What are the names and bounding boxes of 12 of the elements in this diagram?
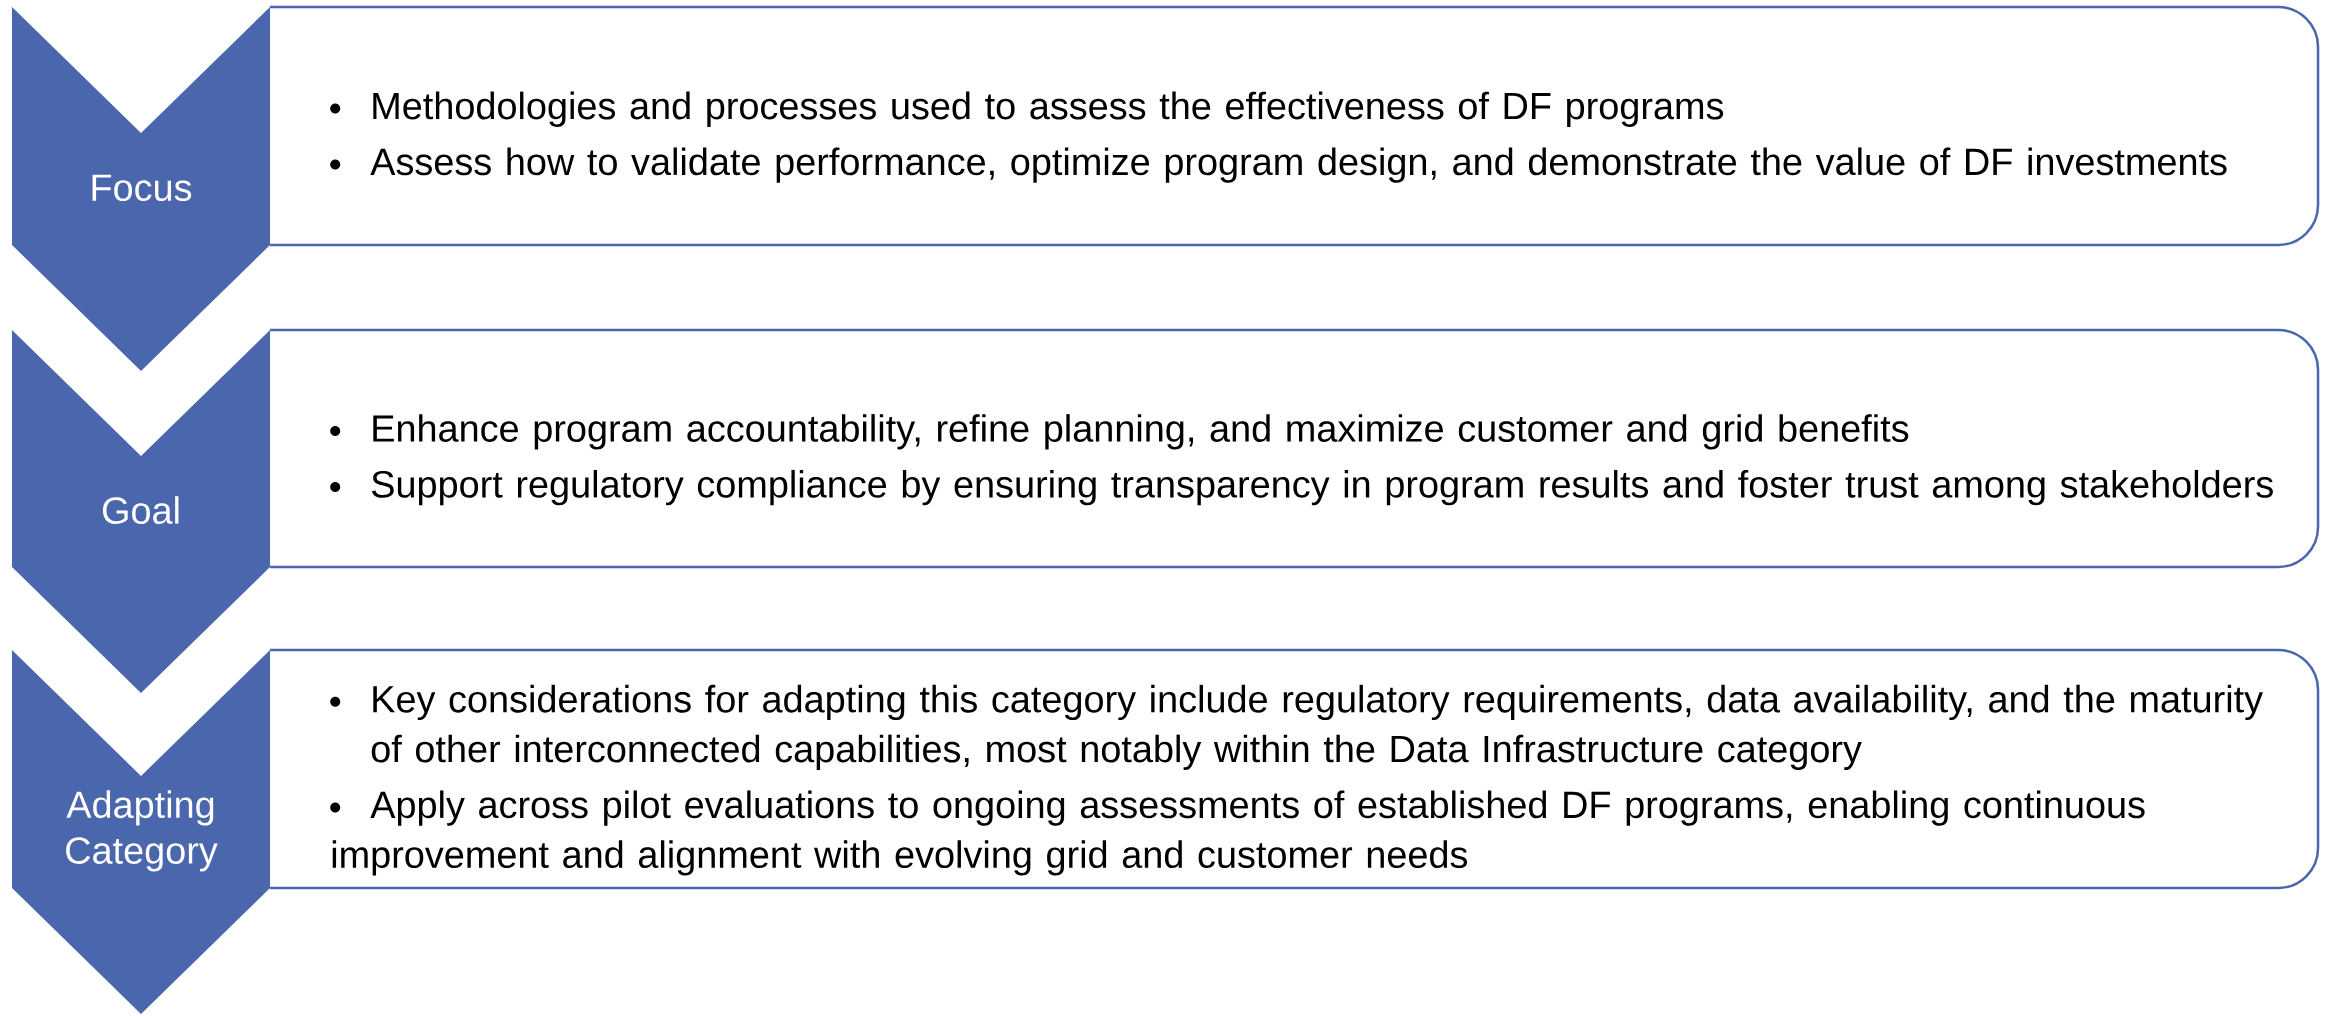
step-banner: Focus: [12, 7, 270, 371]
text-box: Methodologies and processes used to assess the effectiveness of DF programs Assess how to validate performance, optimize program design, and demonstrate the value of DF investments: [270, 5, 2320, 247]
node-label: Apply across pilot evaluations to ongoing assessments of established DF programs, enabling continuous improvement and alignment with evolving grid and customer needs: [332, 790, 2145, 876]
node-label: Methodologies and processes used to assess the effectiveness of DF programs: [373, 91, 1724, 127]
node-label: Support regulatory compliance by ensuring transparency in program results and foster trust among stakeholders: [371, 469, 2273, 506]
node-label: Enhance program accountability, refine planning, and maximize customer and grid benefits: [373, 414, 1909, 450]
text-box: Key considerations for adapting this category include regulatory requirements, data availability, and the maturity of other interconnected capabilities, most notably within the Data Infrastructure category Apply across pilot evaluations to ongoing assessments of established DF programs, enabling continuous improvement and alignment with evolving grid and customer needs: [270, 648, 2320, 890]
node-label: Key considerations for adapting this category include regulatory requirements, data availability, and the maturity of other interconnected capabilities, most notably within the Data Infrastructure category: [371, 684, 2264, 770]
step-banner: Goal: [12, 330, 270, 693]
node-label: Assess how to validate performance, optimize program design, and demonstrate the value of DF investments: [370, 147, 2227, 183]
step-banner: Adapting Category: [12, 650, 270, 1014]
text-box: Enhance program accountability, refine planning, and maximize customer and grid benefits Support regulatory compliance by ensuring transparency in program results and foster trust among stakeholders: [270, 328, 2320, 569]
